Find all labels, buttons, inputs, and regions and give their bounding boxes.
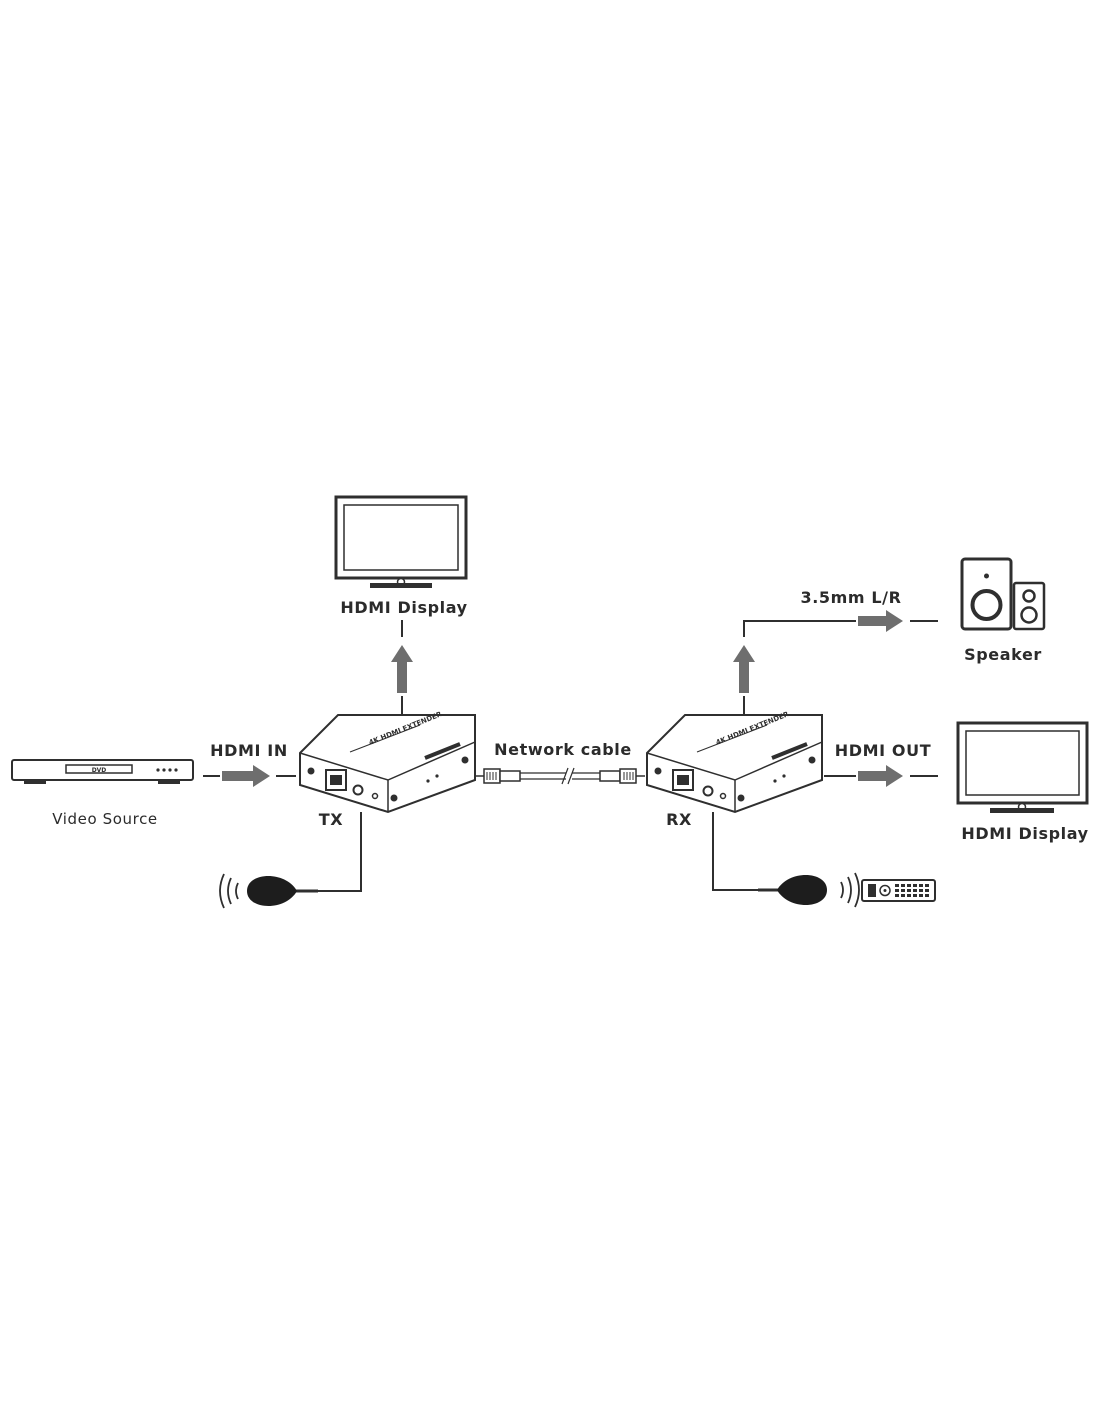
ir-sensor-icon [712,812,860,908]
audio-out-label: 3.5mm L/R [800,588,902,607]
ir-signal-icon [235,882,239,900]
video-source-label: Video Source [52,810,158,828]
ir-sensor-icon [219,812,362,909]
rx-label: RX [666,810,692,829]
hdmi-out-label: HDMI OUT [834,741,932,760]
hdmi-in-label: HDMI IN [210,741,288,760]
rx-extender-box-icon: 4K HDMI EXTENDER [646,710,823,814]
tx-extender-box-icon: 4K HDMI EXTENDER [299,710,476,814]
hdmi-display-rx-label: HDMI Display [961,824,1089,843]
tx-label: TX [318,810,344,829]
hdmi-display-tx-label: HDMI Display [340,598,468,617]
rj45-connector-icon [599,768,637,784]
hdmi-in-connection [203,765,296,787]
arrow-up-icon [733,645,755,693]
network-cable-label: Network cable [494,740,632,759]
arrow-right-icon [222,765,270,787]
network-cable [476,767,645,785]
hdmi-out-connection [824,765,938,787]
speaker-icon [960,557,1046,631]
arrow-right-icon [858,610,903,632]
svg-text:DVD: DVD [92,767,107,774]
arrow-right-icon [858,765,903,787]
monitor-icon [334,495,468,588]
remote-control-icon [861,879,936,902]
rj45-connector-icon [483,768,521,784]
dvd-player-icon: DVD [11,759,194,784]
rx-audio-connection [733,610,938,714]
tx-display-connection [391,620,413,714]
speaker-label: Speaker [964,645,1042,664]
arrow-up-icon [391,645,413,693]
ir-signal-icon [840,881,844,899]
monitor-icon [956,721,1089,813]
